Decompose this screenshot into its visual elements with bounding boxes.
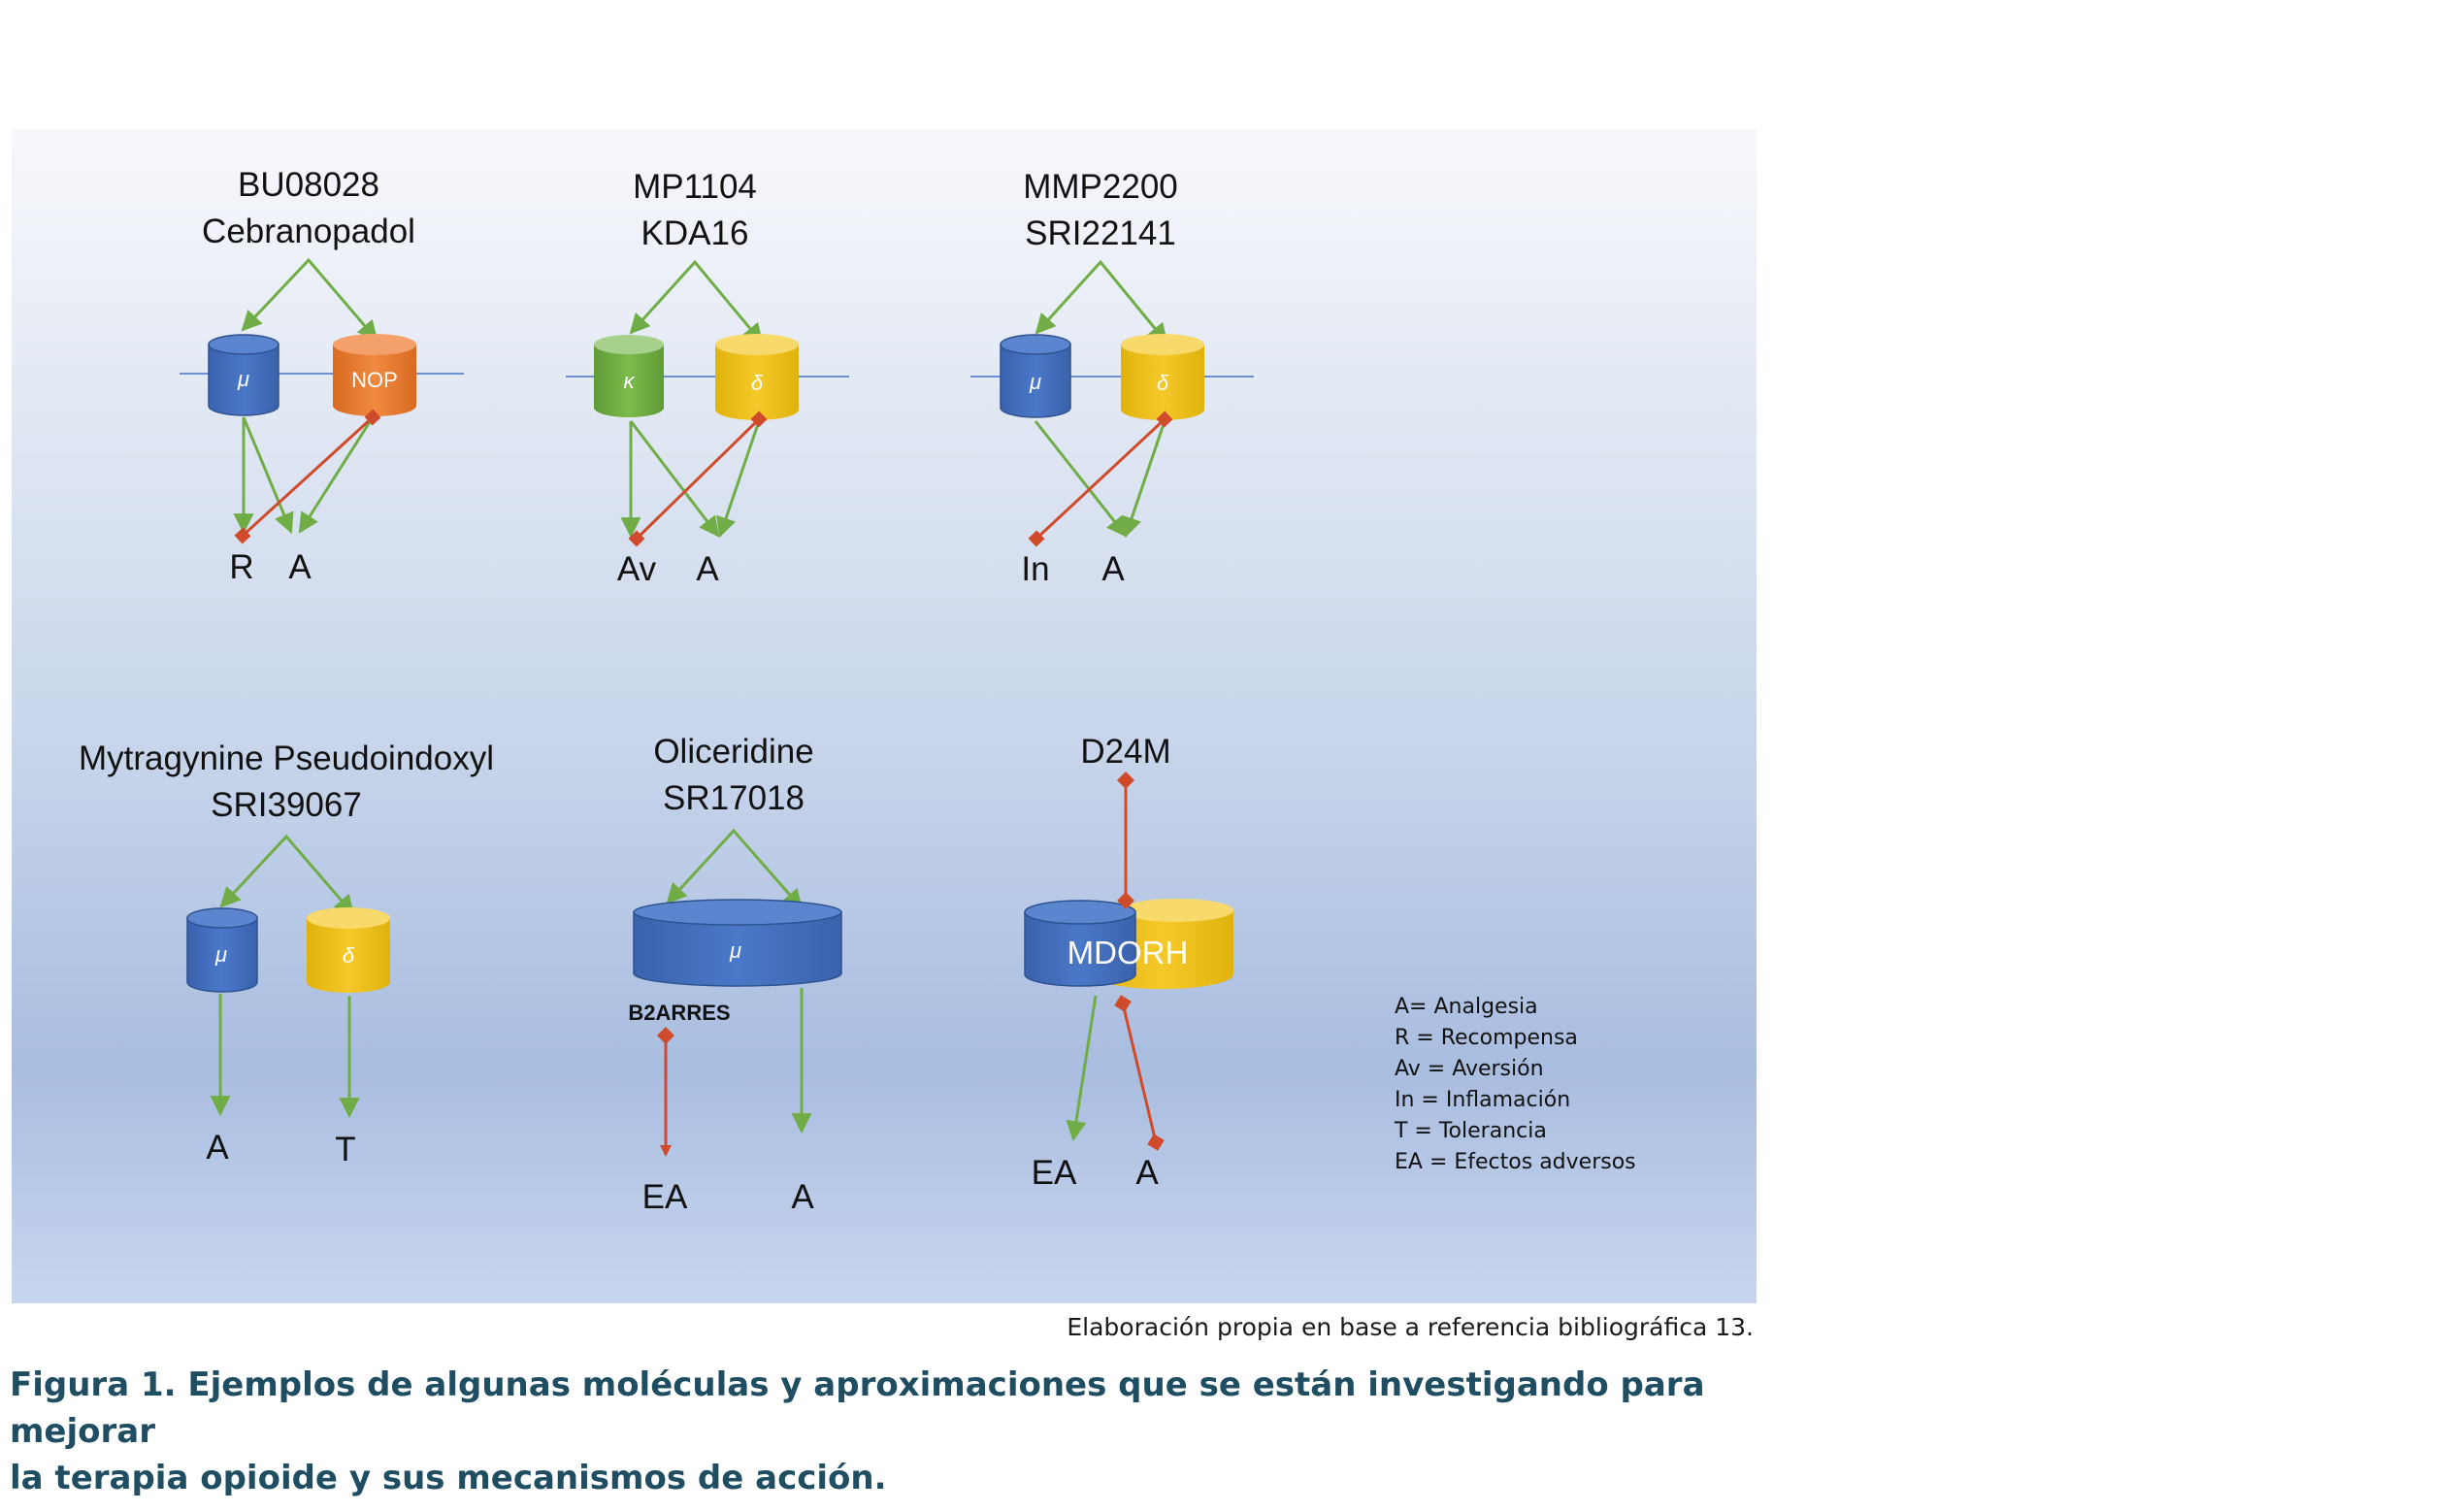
group-title-line1: MP1104 — [633, 168, 757, 206]
effect-label: R — [229, 548, 253, 586]
caption-line2: la terapia opioide y sus mecanismos de a… — [10, 1459, 887, 1497]
group-title-line2: KDA16 — [641, 214, 749, 252]
heteromer-label: MDORH — [1068, 935, 1189, 970]
receptor-label: μ — [729, 938, 741, 963]
group-oliceridine: Oliceridine SR17018 μ B2ARRES EA A — [628, 733, 842, 1216]
effect-label: Av — [617, 550, 657, 588]
group-title-line1: BU08028 — [238, 166, 379, 204]
receptor-label: NOP — [351, 368, 398, 392]
group-d24m: D24M MDORH EA A — [1024, 733, 1233, 1192]
group-title-line2: Cebranopadol — [202, 213, 415, 250]
inhibition-arrow — [1114, 995, 1165, 1151]
activation-arrow — [629, 259, 764, 345]
effect-label: EA — [642, 1178, 688, 1216]
receptor-label: δ — [751, 371, 764, 395]
effect-label: A — [1101, 550, 1125, 588]
legend-item: Av = Aversión — [1395, 1057, 1544, 1081]
delta-receptor: δ — [715, 334, 799, 420]
receptor-label: δ — [1157, 371, 1169, 395]
beta-arrestin-label: B2ARRES — [628, 1001, 730, 1025]
receptor-label: μ — [237, 367, 249, 391]
nop-receptor: NOP — [333, 334, 416, 416]
source-note: Elaboración propia en base a referencia … — [1067, 1313, 1754, 1341]
inhibition-arrow — [234, 409, 381, 544]
mu-receptor: μ — [186, 907, 258, 993]
legend-item: T = Tolerancia — [1394, 1119, 1547, 1143]
legend-item: In = Inflamación — [1395, 1088, 1570, 1112]
effect-label: A — [288, 548, 312, 586]
group-bu08028: BU08028 Cebranopadol μ NOP R A — [180, 166, 464, 586]
group-title-line1: Oliceridine — [653, 733, 813, 771]
inhibition-arrow — [1028, 411, 1173, 547]
activation-arrow — [219, 834, 355, 916]
activation-arrow — [1035, 259, 1168, 345]
effect-label: A — [696, 550, 719, 588]
group-mytragynine: Mytragynine Pseudoindoxyl SRI39067 μ δ A… — [79, 740, 494, 1168]
group-title-line2: SRI39067 — [211, 786, 362, 824]
delta-receptor: δ — [1121, 334, 1204, 420]
effect-label: A — [791, 1178, 814, 1216]
figure-diagram: BU08028 Cebranopadol μ NOP R A MP1104 KD… — [12, 129, 1757, 1303]
group-title-line1: D24M — [1080, 733, 1170, 771]
receptor-label: δ — [343, 943, 355, 968]
delta-receptor: δ — [307, 907, 390, 993]
effect-label: A — [1135, 1154, 1159, 1192]
activation-arrow — [666, 828, 804, 910]
receptor-label: μ — [214, 942, 227, 967]
effect-label: In — [1021, 550, 1049, 588]
group-mmp2200: MMP2200 SRI22141 μ δ In A — [970, 168, 1254, 588]
receptor-label: μ — [1029, 370, 1041, 394]
group-title-line2: SR17018 — [663, 779, 805, 817]
group-title-line1: MMP2200 — [1023, 168, 1178, 206]
mu-receptor-large: μ — [633, 899, 842, 987]
group-title-line1: Mytragynine Pseudoindoxyl — [79, 740, 494, 777]
caption-line1: Figura 1. Ejemplos de algunas moléculas … — [10, 1365, 1705, 1451]
inhibition-arrow — [628, 411, 768, 547]
group-title-line2: SRI22141 — [1025, 214, 1176, 252]
legend-item: R = Recompensa — [1395, 1026, 1578, 1050]
mu-receptor-heteromer — [1024, 900, 1136, 987]
activation-arrow — [241, 257, 378, 342]
receptor-label: κ — [624, 369, 636, 393]
legend-item: EA = Efectos adversos — [1395, 1150, 1636, 1174]
legend-item: A= Analgesia — [1395, 995, 1538, 1019]
effect-label: EA — [1032, 1154, 1077, 1192]
group-mp1104: MP1104 KDA16 κ δ Av A — [566, 168, 849, 588]
legend: A= Analgesia R = Recompensa Av = Aversió… — [1394, 995, 1636, 1174]
activation-arrow — [1066, 995, 1098, 1142]
effect-label: A — [206, 1129, 229, 1167]
mu-receptor: μ — [1000, 334, 1071, 418]
mu-receptor: μ — [208, 334, 279, 416]
effect-label: T — [335, 1131, 355, 1168]
inhibition-arrowhead — [660, 1145, 672, 1157]
figure-caption: Figura 1. Ejemplos de algunas moléculas … — [10, 1362, 1718, 1501]
kappa-receptor: κ — [594, 335, 664, 417]
